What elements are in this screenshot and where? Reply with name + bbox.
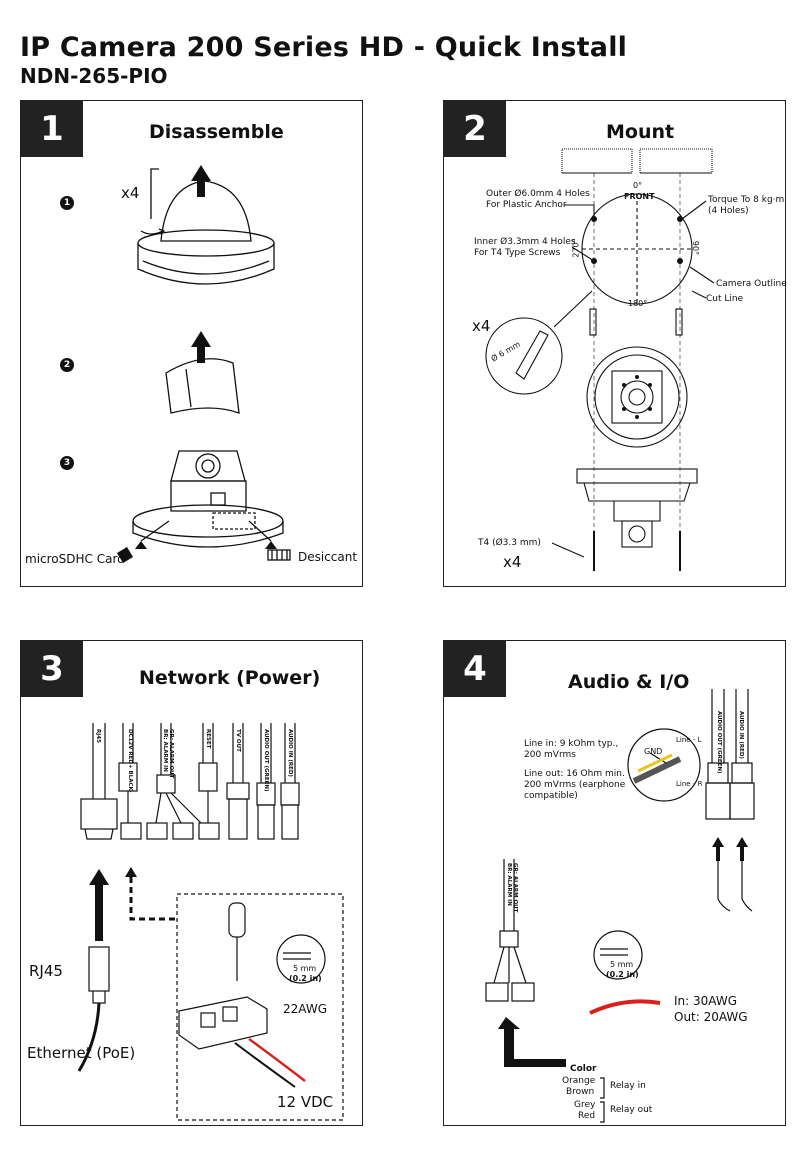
voltage-label: 12 VDC: [277, 1093, 334, 1111]
panel-number-badge: 3: [21, 641, 83, 697]
line-l-label: Line - L: [676, 736, 702, 744]
screw-count: x4: [121, 184, 140, 202]
allen-key-icon: [150, 168, 159, 219]
panel-title: Audio & I/O: [568, 671, 690, 693]
network-power-illustration: [77, 723, 344, 1121]
panel-disassemble: 1 Disassemble x4 1 2 3 microSDHC Card De…: [20, 100, 363, 587]
screw-count: x4: [503, 553, 522, 571]
relay-in-label: Relay in: [610, 1081, 646, 1091]
outer-holes-label: Outer Ø6.0mm 4 Holes For Plastic Anchor: [486, 189, 590, 210]
front-label: FRONT: [624, 192, 655, 201]
disassemble-illustration: [117, 165, 291, 563]
cut-line-label: Cut Line: [706, 294, 744, 304]
step-3-marker: 3: [60, 456, 74, 470]
panel-audio-io: 4 Audio & I/O Line in: 9 kOhm typ., 200 …: [443, 640, 786, 1126]
panel-title: Disassemble: [149, 121, 284, 143]
color-brown: Brown: [566, 1087, 595, 1097]
red-wire: [589, 999, 661, 1015]
angle-0: 0°: [633, 181, 643, 190]
panel-number-badge: 2: [444, 101, 506, 157]
strip-length: 5 mm: [610, 960, 634, 969]
color-heading: Color: [570, 1064, 597, 1074]
ethernet-poe-label: Ethernet (PoE): [27, 1044, 136, 1062]
awg-out-label: Out: 20AWG: [674, 1010, 748, 1024]
color-orange: Orange: [562, 1076, 596, 1086]
cable-label-audio-in: AUDIO IN (RED): [738, 711, 744, 759]
model-number: NDN-265-PIO: [20, 64, 168, 88]
awg-in-label: In: 30AWG: [674, 994, 737, 1008]
cable-label-audio-out: AUDIO OUT (GREEN): [263, 729, 269, 792]
strip-length-inches: (0.2 in): [606, 970, 639, 979]
desiccant-label: Desiccant: [298, 550, 358, 564]
panel-title: Network (Power): [139, 667, 321, 689]
jack-tip: [637, 753, 673, 773]
mount-illustration: [485, 148, 715, 571]
panel-number-badge: 4: [444, 641, 506, 697]
step-2-marker: 2: [60, 358, 74, 372]
red-wire: [248, 1038, 306, 1082]
color-red: Red: [578, 1111, 596, 1121]
cable-label-rj45: RJ45: [95, 729, 101, 743]
camera-outline-label: Camera Outline: [716, 279, 787, 289]
cable-label-alarm: GR: ALARM OUT BR: ALARM IN: [506, 863, 518, 913]
panel-title: Mount: [606, 121, 675, 143]
lift-arrow-icon: [191, 165, 211, 197]
cable-label-audio-in: AUDIO IN (RED): [287, 729, 293, 777]
document-title: IP Camera 200 Series HD - Quick Install: [20, 32, 628, 63]
inner-holes-label: Inner Ø3.3mm 4 Holes For T4 Type Screws: [474, 237, 576, 258]
wire-gauge-label: 22AWG: [283, 1002, 327, 1016]
cable-label-dc12v: DC12V RED+ BLACK-: [127, 729, 133, 793]
line-out-spec: Line out: 16 Ohm min. 200 mVrms (earphon…: [524, 769, 626, 801]
panel-mount: 2 Mount Outer Ø6.0mm 4 Holes For Plastic…: [443, 100, 787, 587]
step-1-marker: 1: [60, 196, 74, 210]
relay-out-label: Relay out: [610, 1105, 653, 1115]
cable-label-tv-out: TV OUT: [235, 729, 241, 752]
line-r-label: Line - R: [676, 780, 703, 788]
panel-network-power: 3 Network (Power) RJ45 DC12V RED+ BLACK-…: [20, 640, 363, 1126]
drill-count: x4: [472, 317, 491, 335]
microsd-label: microSDHC Card: [25, 552, 125, 566]
gnd-label: GND: [644, 747, 663, 756]
plug-arrow-icon-2: [736, 837, 748, 861]
connect-arrow-icon: [89, 869, 109, 941]
line-in-spec: Line in: 9 kOhm typ., 200 mVrms: [524, 739, 619, 760]
lift-arrow-icon-2: [191, 331, 211, 363]
strip-length: 5 mm: [293, 964, 317, 973]
audio-io-illustration: [485, 689, 755, 1123]
cable-label-audio-out: AUDIO OUT (GREEN): [716, 711, 722, 774]
panel-number-badge: 1: [21, 101, 83, 157]
strip-length-inches: (0.2 in): [289, 974, 322, 983]
sd-card-icon: [117, 547, 133, 563]
screw-type-label: T4 (Ø3.3 mm): [478, 538, 541, 548]
cable-label-reset: RESET: [205, 729, 211, 749]
torque-label: Torque To 8 kg·m (4 Holes): [708, 195, 785, 216]
color-grey: Grey: [574, 1100, 596, 1110]
plug-arrow-icon: [712, 837, 724, 861]
rj45-label: RJ45: [29, 962, 63, 980]
